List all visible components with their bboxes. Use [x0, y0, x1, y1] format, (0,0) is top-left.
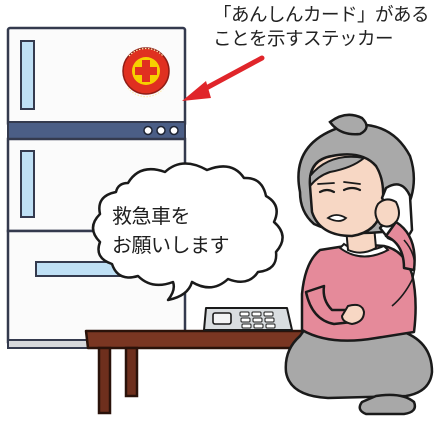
fridge-button-1 — [143, 125, 153, 136]
caption-line-1: 「あんしんカード」がある — [213, 5, 430, 26]
speech-bubble-shape — [91, 162, 284, 302]
telephone-icon — [203, 307, 293, 331]
speech-bubble-text: 救急車を お願いします — [112, 202, 262, 260]
sticker-caption: 「あんしんカード」がある ことを示すステッカー — [213, 4, 445, 52]
elderly-woman — [284, 113, 434, 416]
middle-handle — [20, 150, 35, 218]
fridge-button-3 — [169, 125, 179, 136]
arrow-icon — [182, 55, 265, 101]
upper-handle — [20, 40, 35, 110]
caption-line-2: ことを示すステッカー — [213, 29, 394, 50]
fridge-button-2 — [156, 125, 166, 136]
sticker-icon — [122, 47, 170, 98]
speech-line-1: 救急車を — [112, 204, 191, 228]
speech-line-2: お願いします — [112, 233, 230, 257]
